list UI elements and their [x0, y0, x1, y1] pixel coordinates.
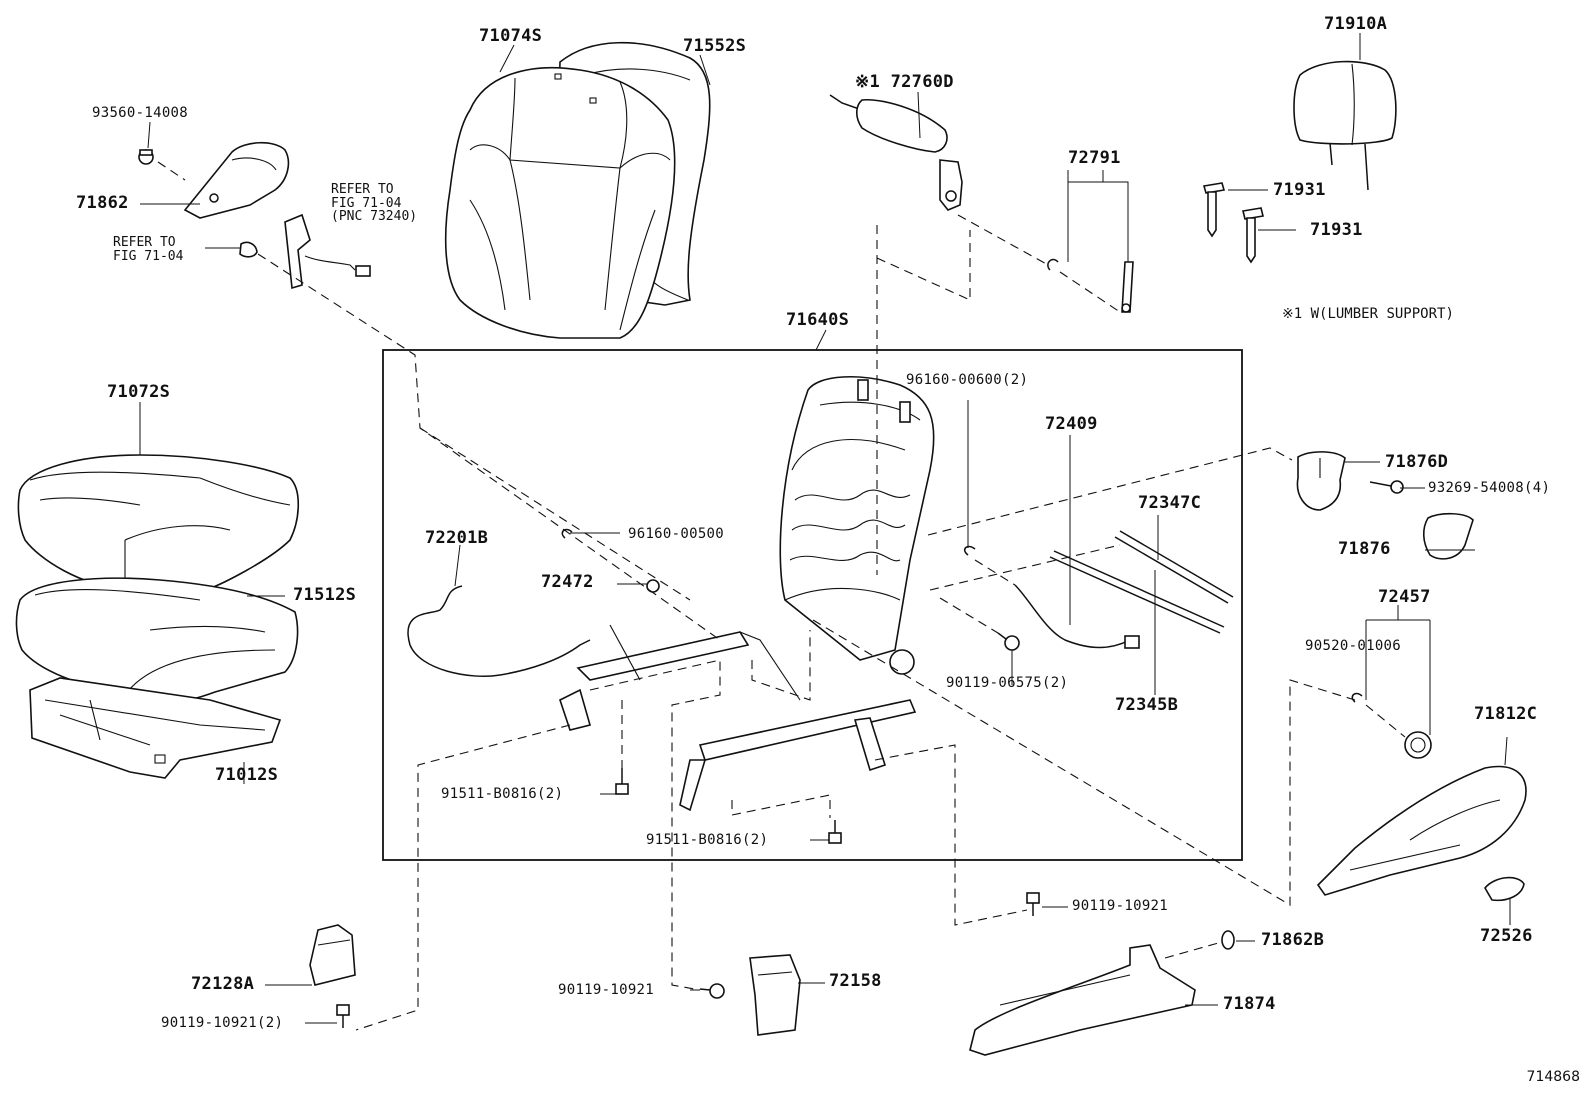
rod-72345B-b	[1053, 550, 1225, 628]
bolt-93269-54008	[1369, 480, 1404, 494]
label-71931-b: 71931	[1310, 220, 1363, 240]
knob-72526	[1484, 876, 1525, 902]
label-71874: 71874	[1223, 994, 1276, 1014]
bracket-72158	[749, 954, 801, 1036]
knob-72457	[1404, 731, 1432, 759]
clip-90520-01006	[1351, 692, 1363, 703]
bolt-90119-10921-a	[1026, 892, 1040, 916]
bracket-72128A	[309, 924, 356, 986]
label-90119-10921-a: 90119-10921	[1072, 898, 1169, 914]
cable-72409	[1014, 584, 1131, 649]
refer-note-a-line2: FIG 71-04	[331, 195, 402, 211]
headrest-support-71931-b	[1242, 207, 1264, 264]
bolt-93560-14008	[138, 149, 154, 165]
label-71910A: 71910A	[1324, 14, 1388, 34]
cover-71876D	[1296, 451, 1346, 511]
clip-96160-00500	[561, 528, 573, 539]
label-71552S: 71552S	[683, 36, 747, 56]
label-71072S: 71072S	[107, 382, 171, 402]
refer-note-b-line2: FIG 71-04	[113, 248, 184, 264]
label-71862: 71862	[76, 193, 129, 213]
label-72409: 72409	[1045, 414, 1098, 434]
label-96160-00500: 96160-00500	[628, 526, 725, 542]
seat-rails	[559, 624, 917, 812]
label-71512S: 71512S	[293, 585, 357, 605]
shield-71874	[969, 944, 1196, 1056]
refer-note-b-line1: REFER TO	[113, 235, 176, 250]
lumber-support-72760D	[829, 94, 963, 211]
refer-note-b: REFER TO FIG 71-04	[113, 236, 183, 263]
figure-code: 714868	[1526, 1069, 1580, 1085]
label-90119-06575: 90119-06575(2)	[946, 675, 1069, 691]
label-71640S: 71640S	[786, 310, 850, 330]
label-72526: 72526	[1480, 926, 1533, 946]
bolt-90119-10921-c	[336, 1004, 350, 1028]
seat-belt-buckle-ref	[239, 213, 371, 290]
label-71931-a: 71931	[1273, 180, 1326, 200]
seat-cushion-pad-71512S	[15, 577, 299, 705]
label-72791: 72791	[1068, 148, 1121, 168]
dashed-assembly-lines	[157, 161, 1406, 1031]
headrest-support-71931-a	[1202, 182, 1226, 238]
lumber-support-note: ※1 W(LUMBER SUPPORT)	[1282, 306, 1454, 322]
bolt-91511-b	[828, 820, 842, 844]
seat-cushion-pan-71012S	[29, 677, 282, 779]
label-72760D: ※1 72760D	[855, 72, 954, 92]
refer-note-a: REFER TO FIG 71-04 (PNC 73240)	[331, 183, 417, 224]
label-91511-b0816-b: 91511-B0816(2)	[646, 832, 769, 848]
headrest-71910A	[1293, 60, 1397, 191]
label-72201B: 72201B	[425, 528, 489, 548]
label-90119-10921-c: 90119-10921(2)	[161, 1015, 284, 1031]
side-shield-71812C	[1316, 765, 1527, 896]
rod-72347C	[1114, 536, 1229, 604]
cover-71876	[1422, 512, 1474, 560]
wire-72201B	[407, 585, 591, 677]
cable-end-72409	[1124, 635, 1140, 649]
refer-note-a-line3: (PNC 73240)	[331, 209, 418, 225]
label-71862B: 71862B	[1261, 930, 1325, 950]
label-71074S: 71074S	[479, 26, 543, 46]
bolt-90119-10921-b	[699, 983, 725, 999]
label-71012S: 71012S	[215, 765, 279, 785]
label-71876: 71876	[1338, 539, 1391, 559]
clip-96160-00600	[963, 545, 976, 556]
lumber-cable-72791	[1047, 258, 1134, 313]
seatback-cover-71074S	[444, 66, 676, 339]
bolt-90119-06575	[997, 632, 1020, 651]
label-72472: 72472	[541, 572, 594, 592]
seat-cushion-cover-71072S	[17, 454, 300, 593]
label-72457: 72457	[1378, 587, 1431, 607]
seat-frame-assembly-box	[382, 349, 1243, 861]
label-72345B: 72345B	[1115, 695, 1179, 715]
rod-72347C-b	[1119, 530, 1234, 598]
label-71876D: 71876D	[1385, 452, 1449, 472]
bolt-91511-a	[615, 768, 629, 795]
rod-72345B	[1049, 556, 1221, 634]
shield-cover-71862	[183, 141, 290, 219]
label-91511-b0816-a: 91511-B0816(2)	[441, 786, 564, 802]
label-71812C: 71812C	[1474, 704, 1538, 724]
label-90119-10921-b: 90119-10921	[558, 982, 655, 998]
label-72158: 72158	[829, 971, 882, 991]
label-93560-14008: 93560-14008	[92, 105, 189, 121]
label-72128A: 72128A	[191, 974, 255, 994]
leader-lines	[139, 33, 1511, 1024]
seatback-frame	[779, 376, 935, 675]
label-93269-54008: 93269-54008(4)	[1428, 480, 1551, 496]
label-72347C: 72347C	[1138, 493, 1202, 513]
label-96160-00600: 96160-00600(2)	[906, 372, 1029, 388]
washer-71862B	[1221, 930, 1235, 950]
label-90520-01006: 90520-01006	[1305, 638, 1402, 654]
refer-note-a-line1: REFER TO	[331, 182, 394, 197]
